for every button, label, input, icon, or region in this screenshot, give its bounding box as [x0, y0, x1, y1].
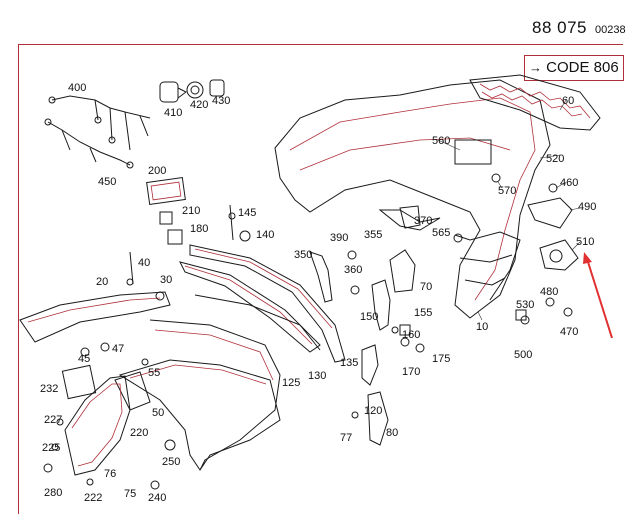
leader-lines — [437, 99, 581, 321]
label-170: 170 — [402, 366, 420, 378]
label-140: 140 — [256, 229, 274, 241]
label-130: 130 — [308, 370, 326, 382]
label-500: 500 — [514, 349, 532, 361]
support-strip-135 — [194, 294, 321, 351]
label-430: 430 — [212, 95, 230, 107]
drawing-number: 88 075 — [532, 18, 587, 37]
label-155: 155 — [414, 307, 432, 319]
plate-560 — [454, 139, 492, 165]
label-570: 570 — [498, 185, 516, 197]
side-guide-120 — [361, 344, 379, 386]
label-240: 240 — [148, 492, 166, 504]
label-370: 370 — [414, 215, 432, 227]
label-45: 45 — [78, 353, 90, 365]
label-200: 200 — [148, 165, 166, 177]
cover-232 — [61, 364, 97, 400]
code-806-box: → CODE 806 — [524, 55, 624, 81]
label-30: 30 — [160, 274, 172, 286]
label-40: 40 — [138, 257, 150, 269]
label-355: 355 — [364, 229, 382, 241]
label-400: 400 — [68, 82, 86, 94]
label-280: 280 — [44, 487, 62, 499]
bracket-490 — [527, 197, 573, 229]
step-pad-60 — [469, 74, 601, 131]
label-150: 150 — [360, 311, 378, 323]
label-350: 350 — [294, 249, 312, 261]
side-guide-80 — [367, 391, 389, 446]
label-60: 60 — [562, 95, 574, 107]
label-47: 47 — [112, 343, 124, 355]
reflector-200 — [146, 177, 186, 205]
label-565: 565 — [432, 227, 450, 239]
bumper-trim-lower — [149, 319, 281, 471]
label-390: 390 — [330, 232, 348, 244]
label-80: 80 — [386, 427, 398, 439]
label-420: 420 — [190, 99, 208, 111]
label-125: 125 — [282, 377, 300, 389]
wiring-harness-400 — [48, 95, 151, 151]
cover-510 — [539, 239, 579, 271]
sensor-430 — [209, 79, 225, 97]
label-480: 480 — [540, 286, 558, 298]
label-222: 222 — [84, 492, 102, 504]
label-50: 50 — [152, 407, 164, 419]
bracket-350 — [309, 251, 333, 303]
bracket-220 — [64, 375, 131, 476]
label-20: 20 — [96, 276, 108, 288]
energy-absorber-20 — [19, 291, 171, 343]
arrow-right-icon: → — [529, 60, 542, 75]
label-75: 75 — [124, 488, 136, 500]
label-530: 530 — [516, 299, 534, 311]
support-strip-130 — [189, 244, 346, 363]
bracket-150 — [371, 279, 391, 331]
lower-cover-50 — [114, 359, 281, 471]
fastener-icons — [43, 173, 573, 490]
highlight-arrow — [583, 252, 613, 339]
label-225: 225 — [42, 442, 60, 454]
label-180: 180 — [190, 223, 208, 235]
frame-top-line — [18, 44, 623, 45]
label-470: 470 — [560, 326, 578, 338]
label-450: 450 — [98, 176, 116, 188]
label-510: 510 — [576, 236, 594, 248]
label-77: 77 — [340, 432, 352, 444]
label-220: 220 — [130, 427, 148, 439]
support-strip-125 — [179, 261, 321, 353]
label-175: 175 — [432, 353, 450, 365]
label-55: 55 — [148, 367, 160, 379]
bracket-370 — [399, 205, 421, 229]
wiring-harness-450 — [44, 118, 134, 169]
sheet-code: 00238 — [595, 24, 626, 36]
label-560: 560 — [432, 135, 450, 147]
sensor-410 — [159, 81, 187, 103]
label-232: 232 — [40, 383, 58, 395]
label-250: 250 — [162, 456, 180, 468]
part-number-labels: 10 20 30 40 45 47 50 55 60 70 75 76 77 8… — [40, 82, 596, 504]
label-410: 410 — [164, 107, 182, 119]
label-76: 76 — [104, 468, 116, 480]
label-120: 120 — [364, 405, 382, 417]
code-label: CODE 806 — [546, 59, 619, 76]
sensor-420 — [186, 81, 204, 99]
label-490: 490 — [578, 201, 596, 213]
bracket-70 — [389, 249, 416, 293]
label-227: 227 — [44, 414, 62, 426]
bumper-cover-10 — [274, 79, 551, 319]
label-460: 460 — [560, 177, 578, 189]
label-360: 360 — [344, 264, 362, 276]
label-210: 210 — [182, 205, 200, 217]
label-10: 10 — [476, 321, 488, 333]
frame-left-line — [18, 44, 19, 514]
label-520: 520 — [546, 153, 564, 165]
label-135: 135 — [340, 357, 358, 369]
label-160: 160 — [402, 329, 420, 341]
label-70: 70 — [420, 281, 432, 293]
label-145: 145 — [238, 207, 256, 219]
